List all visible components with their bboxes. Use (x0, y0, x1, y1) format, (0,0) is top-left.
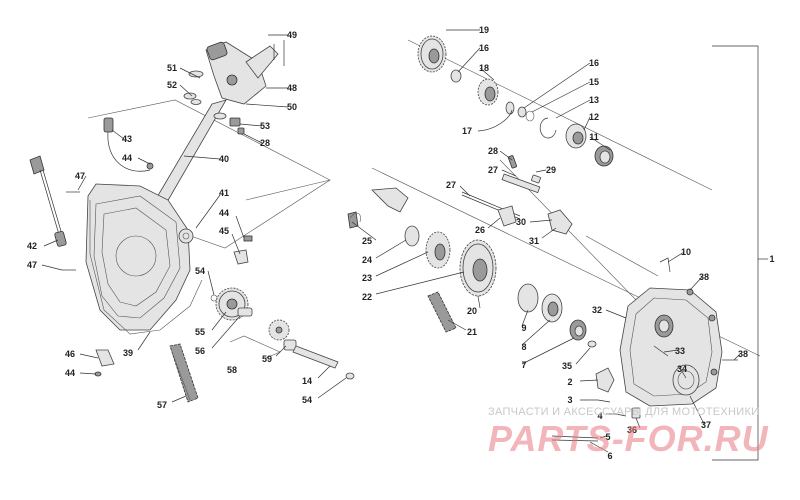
callout-23: 23 (362, 273, 372, 283)
callout-27: 27 (446, 180, 456, 190)
callout-45: 45 (219, 226, 229, 236)
callout-6: 6 (607, 451, 612, 461)
callout-44: 44 (122, 153, 132, 163)
callout-47: 47 (27, 260, 37, 270)
callout-44: 44 (65, 368, 75, 378)
callout-38: 38 (699, 272, 709, 282)
callout-50: 50 (287, 102, 297, 112)
callout-25: 25 (362, 236, 372, 246)
callout-57: 57 (157, 400, 167, 410)
callout-54: 54 (302, 395, 312, 405)
callout-21: 21 (467, 327, 477, 337)
callout-28: 28 (488, 146, 498, 156)
callout-17: 17 (462, 126, 472, 136)
gearcase-cover (85, 183, 194, 331)
left-assembly-drawing (29, 40, 355, 403)
callout-36: 36 (627, 425, 637, 435)
callout-8: 8 (521, 342, 526, 352)
callout-34: 34 (677, 364, 687, 374)
callout-58: 58 (227, 365, 237, 375)
callout-5: 5 (605, 432, 610, 442)
callout-3: 3 (567, 395, 572, 405)
callout-30: 30 (516, 217, 526, 227)
callout-52: 52 (167, 80, 177, 90)
callout-28: 28 (260, 138, 270, 148)
callout-38: 38 (738, 349, 748, 359)
watermark-tagline: ЗАПЧАСТИ И АКСЕССУАРЫ ДЛЯ МОТОТЕХНИКИ (488, 406, 760, 418)
callout-53: 53 (260, 121, 270, 131)
callout-51: 51 (167, 63, 177, 73)
callout-11: 11 (589, 132, 599, 142)
callout-31: 31 (529, 236, 539, 246)
gear-55 (215, 287, 253, 321)
callout-26: 26 (475, 225, 485, 235)
gearcase-housing (619, 287, 723, 407)
callout-56: 56 (195, 346, 205, 356)
callout-22: 22 (362, 292, 372, 302)
callout-4: 4 (597, 411, 602, 421)
sprocket-20 (459, 239, 497, 297)
callout-9: 9 (521, 323, 526, 333)
callout-1: 1 (769, 254, 774, 264)
callout-2: 2 (567, 377, 572, 387)
callout-48: 48 (287, 83, 297, 93)
callout-14: 14 (302, 376, 312, 386)
callout-27: 27 (488, 165, 498, 175)
callout-44: 44 (219, 208, 229, 218)
callout-43: 43 (122, 134, 132, 144)
callout-37: 37 (701, 420, 711, 430)
leader-lines (41, 29, 741, 453)
actuator-motor (205, 41, 279, 105)
callout-16: 16 (479, 43, 489, 53)
right-assembly-drawing (347, 35, 768, 461)
callout-24: 24 (362, 255, 372, 265)
callout-40: 40 (219, 154, 229, 164)
callout-7: 7 (521, 360, 526, 370)
callout-47: 47 (75, 171, 85, 181)
callout-12: 12 (589, 112, 599, 122)
callout-54: 54 (195, 266, 205, 276)
callout-42: 42 (27, 241, 37, 251)
callout-18: 18 (479, 63, 489, 73)
callout-15: 15 (589, 77, 599, 87)
callout-49: 49 (287, 30, 297, 40)
callout-13: 13 (589, 95, 599, 105)
callout-32: 32 (592, 305, 602, 315)
callout-10: 10 (681, 247, 691, 257)
callout-55: 55 (195, 327, 205, 337)
callouts-left: 49 51 52 48 50 53 28 43 44 40 47 41 44 45 42 47 54 55 39 56… (27, 30, 312, 410)
callout-16: 16 (589, 58, 599, 68)
callout-19: 19 (479, 25, 489, 35)
callout-35: 35 (562, 361, 572, 371)
watermark-logo: PARTS-FOR.RU (488, 418, 769, 459)
callout-39: 39 (123, 348, 133, 358)
callout-59: 59 (262, 354, 272, 364)
callout-41: 41 (219, 188, 229, 198)
callout-46: 46 (65, 349, 75, 359)
callout-33: 33 (675, 346, 685, 356)
callout-29: 29 (546, 165, 556, 175)
gear-19 (417, 35, 447, 73)
callout-20: 20 (467, 306, 477, 316)
